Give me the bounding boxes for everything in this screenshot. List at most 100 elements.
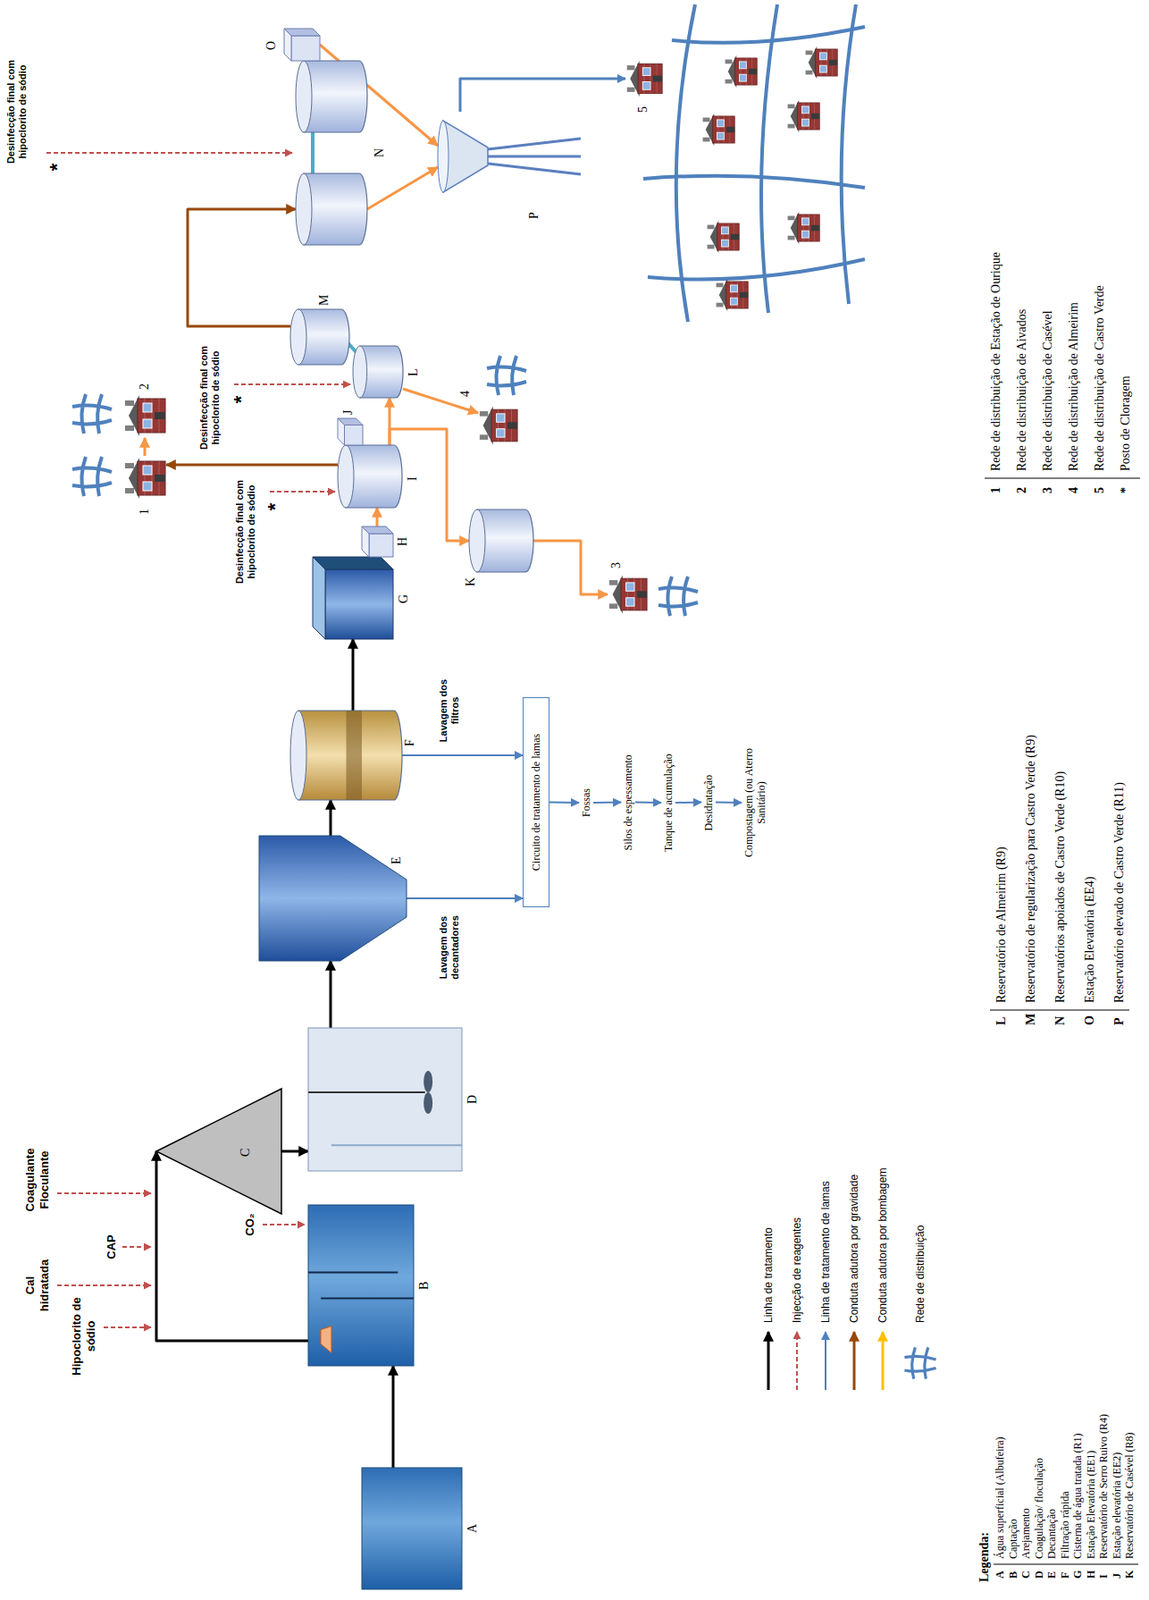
tower-shape	[437, 111, 581, 202]
twin-reservoirs: N	[295, 57, 368, 245]
tank-top	[290, 309, 307, 365]
flow-connector	[352, 638, 355, 711]
process-step: Desidratação	[701, 771, 716, 834]
house-icon	[716, 278, 749, 311]
annotation: *	[264, 498, 286, 515]
part-letter: C	[238, 1148, 253, 1157]
house-icon: 4	[478, 403, 519, 447]
flow-connector	[187, 209, 296, 327]
key-entry: Estação Elevatória (EE4)	[1081, 876, 1098, 1003]
key-separator	[984, 478, 1141, 479]
step-text: Compostagem (ou Aterro Sanitário)	[742, 735, 768, 870]
tank-top	[290, 710, 307, 800]
cube-shape	[337, 418, 363, 445]
reservoir-tank: M	[290, 309, 350, 365]
house-icon: 2	[123, 393, 167, 438]
mixer-shaft	[308, 1090, 426, 1093]
settler-body	[259, 835, 407, 961]
legend-sample	[767, 1331, 771, 1390]
network-symbol	[486, 355, 527, 395]
pump-station: J	[337, 418, 363, 445]
key-entry: D	[1032, 1569, 1046, 1578]
annotation: CO₂	[243, 1206, 258, 1242]
process-step: Compostagem (ou Aterro Sanitário)	[741, 732, 769, 873]
key-entry: 2	[1014, 486, 1030, 494]
legend-sample	[796, 1331, 798, 1390]
flow-connector	[329, 960, 333, 1028]
divider	[331, 1143, 462, 1146]
key-entry: H	[1084, 1569, 1098, 1578]
part-letter: M	[317, 294, 332, 306]
key-entry: Rede de distribuição de Estação de Ouriq…	[988, 251, 1004, 471]
water-tower: P	[437, 111, 581, 202]
reagent-arrow	[46, 152, 351, 1327]
flow-connector	[367, 167, 438, 210]
annotation: Desinfecção final com hipoclorito de sód…	[5, 49, 29, 175]
key-entry: O	[1081, 1014, 1098, 1025]
key-entry: Rede de distribuição de Almeirim	[1065, 301, 1082, 471]
house-shape	[123, 393, 167, 438]
key-entry: 1	[988, 486, 1004, 494]
part-letter: N	[372, 148, 387, 158]
key-entry: Reservatório de Serro Ruivo (R4)	[1097, 1413, 1110, 1559]
key-entry: B	[1006, 1570, 1020, 1578]
flow-connector	[715, 801, 742, 805]
tower-bowl	[443, 120, 488, 193]
step-text: Tanque de acumulação	[662, 753, 675, 852]
part-letter: D	[465, 1094, 480, 1104]
tank-body	[303, 60, 368, 133]
part-letter: F	[402, 738, 418, 747]
network-symbol	[72, 394, 112, 434]
flow-connector	[593, 801, 621, 805]
network-symbol	[72, 456, 112, 496]
house-icon	[703, 113, 736, 146]
step-text: Desidratação	[702, 774, 715, 831]
part-letter: 1	[137, 508, 152, 515]
cube-side	[284, 28, 320, 36]
key-entry: Reservatório elevado de Castro Verde (R1…	[1111, 781, 1127, 1003]
link-pipe	[310, 132, 315, 174]
part-letter: K	[463, 577, 479, 587]
key-entry: G	[1071, 1569, 1084, 1578]
flocculation-tank: D	[308, 1027, 462, 1171]
annotation: Coagulante Floculante	[23, 1140, 52, 1218]
key-entry: I	[1097, 1573, 1110, 1578]
house-icon	[788, 211, 821, 244]
cyl-shape	[290, 309, 350, 365]
key-entry: Água superficial (Albufeira)	[993, 1435, 1007, 1559]
aeration-cone: C	[156, 1088, 282, 1214]
key-separator	[993, 1563, 1139, 1565]
part-letter: 3	[609, 561, 624, 569]
reagent-arrow	[269, 490, 336, 493]
legend-sample	[824, 1331, 827, 1390]
process-step: Silos de espessamento	[620, 751, 636, 853]
annotation: Cal hidratada	[23, 1249, 52, 1321]
flow-connector	[402, 754, 523, 756]
house-icon	[725, 55, 758, 88]
part-letter: O	[264, 41, 279, 51]
key-entry: J	[1110, 1572, 1124, 1578]
house-icon	[609, 574, 647, 613]
annotation: Lavagem dos decantadores	[437, 908, 462, 986]
part-letter: G	[396, 594, 411, 604]
process-box: Circuito de tratamento de lamas	[522, 696, 550, 907]
house-icon	[627, 60, 663, 97]
cube-shape	[361, 526, 394, 557]
key-separator	[984, 478, 1141, 1564]
legend-sample	[768, 1331, 937, 1390]
cistern-top	[312, 556, 326, 639]
settler: E	[259, 835, 407, 961]
key-entry: Rede de distribuição de Castro Verde	[1091, 285, 1108, 471]
water-body	[361, 1467, 462, 1589]
legend-text: Conduta adutora por bombagem	[875, 1167, 890, 1323]
cube-face	[291, 35, 320, 61]
key-entry: E	[1045, 1570, 1058, 1578]
house-icon	[805, 46, 839, 79]
reagent-arrow	[122, 1245, 151, 1248]
tank-shape	[308, 1027, 462, 1171]
key-entry: Reservatórios apoiados de Castro Verde (…	[1052, 771, 1068, 1003]
step-text: Silos de espessamento	[621, 754, 635, 850]
annotation: Desinfecção final com hipoclorito de sód…	[198, 335, 222, 461]
cube-face	[344, 425, 364, 446]
